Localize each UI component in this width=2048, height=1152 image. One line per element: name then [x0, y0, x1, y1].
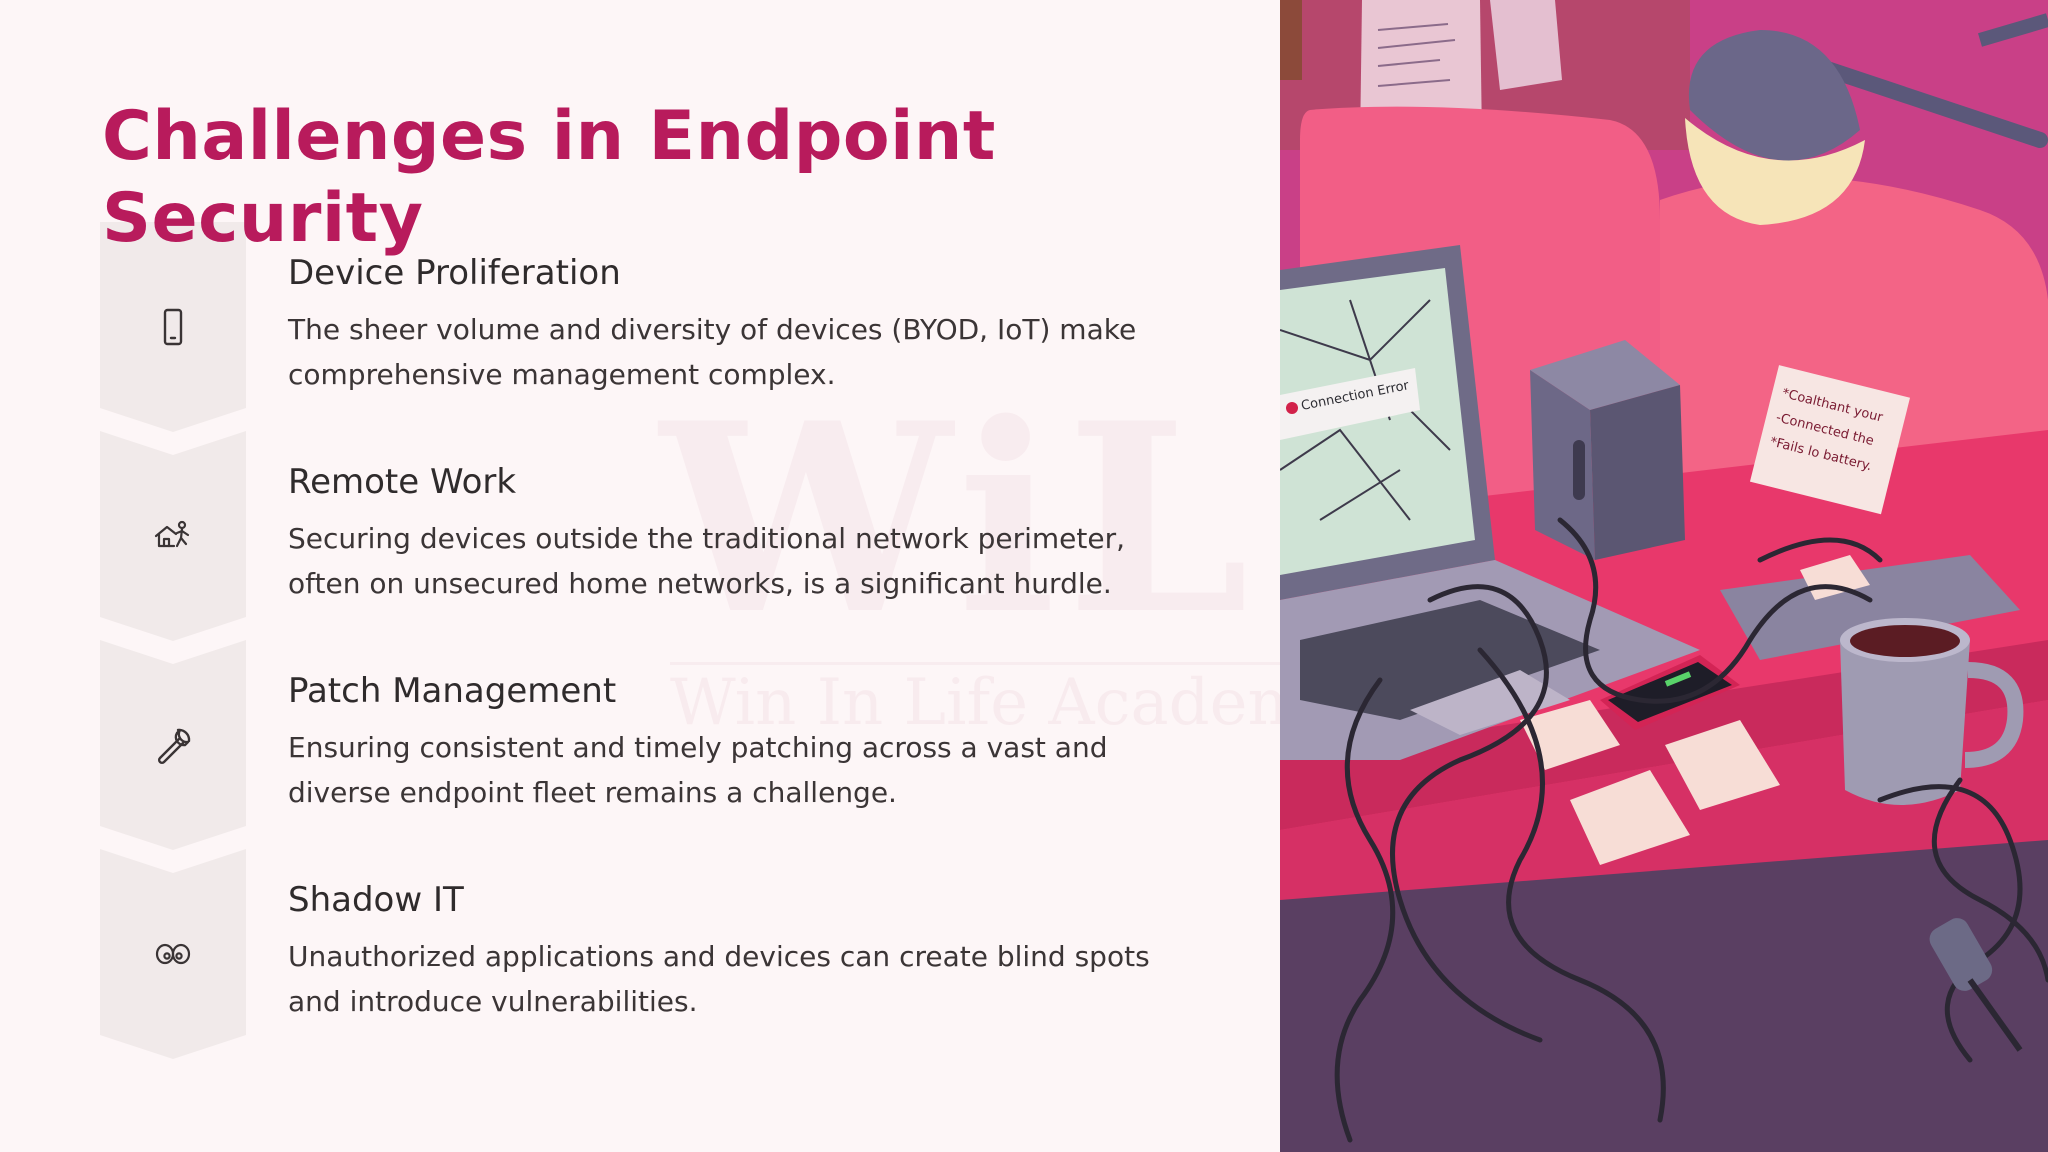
- shadow-eyes-icon: [155, 943, 191, 965]
- desk-illustration: Connection Error *Coalthant your -Connec…: [1280, 0, 2048, 1152]
- pinned-note-2: [1490, 0, 1562, 90]
- chevron-step-4: [100, 849, 246, 1059]
- smartphone-icon: [163, 308, 183, 346]
- item-heading-patch-management: Patch Management: [288, 671, 617, 711]
- chair-back-right: [1660, 177, 2048, 521]
- external-drive: [1530, 340, 1685, 560]
- tangled-cables: [1334, 517, 2048, 1143]
- page-title: Challenges in Endpoint Security: [102, 97, 996, 258]
- sticky-note-handwritten: *Coalthant your -Connected the *Fails lo…: [1749, 365, 1911, 515]
- item-description-patch-management: Ensuring consistent and timely patching …: [288, 731, 1108, 809]
- paper-note-2: [1665, 720, 1780, 810]
- chevron-step-3: [100, 640, 246, 850]
- smartphone-on-desk: [1600, 655, 1740, 730]
- power-plug: [1929, 918, 2023, 1052]
- chevron-step-1: [100, 222, 246, 432]
- desk-scene: Connection Error *Coalthant your -Connec…: [1280, 0, 2048, 1152]
- item-heading-shadow-it: Shadow IT: [288, 880, 464, 920]
- coffee-mug: [1840, 618, 2024, 805]
- item-heading-remote-work: Remote Work: [288, 462, 517, 502]
- wrench-icon: [157, 728, 191, 765]
- chevron-step-2: [100, 431, 246, 641]
- desk-lamp: [1685, 13, 2048, 225]
- content-panel: WiL Win In Life Academy: [100, 97, 1280, 1059]
- item-heading-device-proliferation: Device Proliferation: [288, 253, 621, 293]
- item-description-device-proliferation: The sheer volume and diversity of device…: [288, 313, 1137, 391]
- item-description-shadow-it: Unauthorized applications and devices ca…: [288, 940, 1150, 1018]
- desk-tray: [1720, 555, 2020, 660]
- item-description-remote-work: Securing devices outside the traditional…: [288, 522, 1125, 600]
- watermark-divider: [670, 662, 1280, 665]
- paper-note-3: [1570, 770, 1690, 865]
- paper-note: [1520, 700, 1620, 770]
- home-person-icon: [154, 520, 190, 548]
